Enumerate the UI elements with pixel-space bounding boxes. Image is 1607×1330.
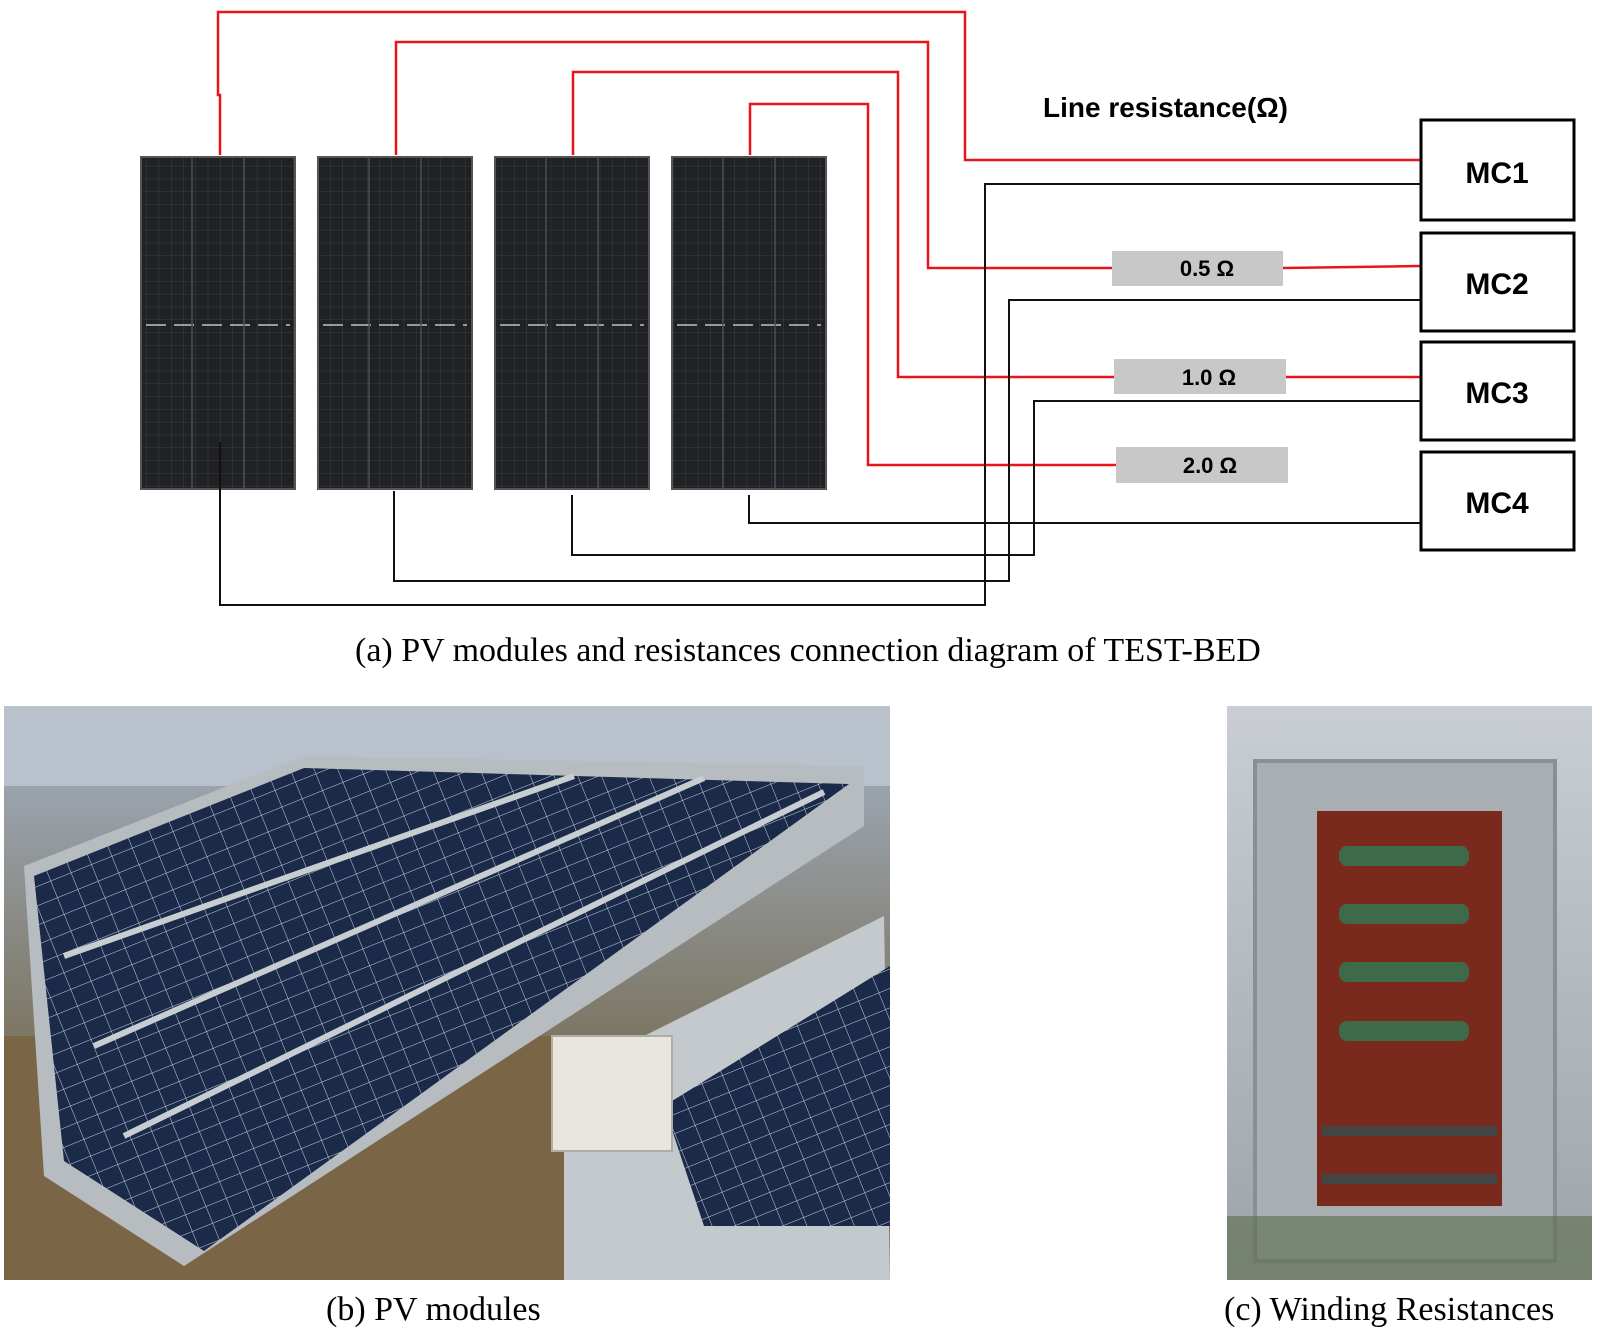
pv-modules-photo (4, 706, 890, 1280)
controller-mc3: MC3 (1419, 340, 1576, 442)
red-wire-mc4 (748, 102, 1116, 467)
red-wire-mc1 (216, 10, 1420, 162)
resistor-0-5-label: 0.5 Ω (1180, 256, 1234, 281)
resistor-2-0-label: 2.0 Ω (1183, 453, 1237, 478)
negative-wires (219, 183, 1420, 606)
red-wire-mc2-out (1282, 264, 1421, 270)
positive-wires (216, 10, 1421, 467)
red-wire-mc2 (394, 40, 1112, 270)
controller-mc4: MC4 (1419, 450, 1576, 552)
caption-a: (a) PV modules and resistances connectio… (355, 632, 1261, 669)
connection-diagram: 0.5 Ω 1.0 Ω 2.0 Ω Line resistance(Ω) MC1… (140, 10, 1576, 606)
controller-mc2: MC2 (1419, 231, 1576, 333)
pv-modules-diagram (140, 156, 827, 490)
pv-module-4 (671, 156, 827, 490)
black-wire-mc2 (393, 299, 1420, 582)
line-resistance-title: Line resistance(Ω) (1043, 92, 1288, 123)
black-wire-mc4 (748, 495, 1420, 524)
pv-module-2 (317, 156, 473, 490)
controller-mc1-label: MC1 (1465, 157, 1528, 190)
black-wire-mc3 (571, 400, 1420, 556)
resistor-1-0-label: 1.0 Ω (1182, 365, 1236, 390)
caption-b: (b) PV modules (326, 1291, 541, 1328)
resistor-0-5: 0.5 Ω (1112, 251, 1283, 286)
resistor-2-0: 2.0 Ω (1116, 447, 1288, 483)
caption-c: (c) Winding Resistances (1224, 1291, 1555, 1328)
controller-mc3-label: MC3 (1465, 377, 1528, 410)
pv-module-3 (494, 156, 650, 490)
controller-mc1: MC1 (1419, 118, 1576, 222)
controller-mc4-label: MC4 (1465, 487, 1529, 520)
resistor-1-0: 1.0 Ω (1114, 359, 1286, 394)
controller-mc2-label: MC2 (1465, 268, 1528, 301)
winding-resistances-photo (1227, 706, 1592, 1280)
black-wire-mc1 (219, 183, 1420, 606)
red-wire-mc3 (571, 70, 1114, 379)
pv-module-1 (140, 156, 296, 490)
